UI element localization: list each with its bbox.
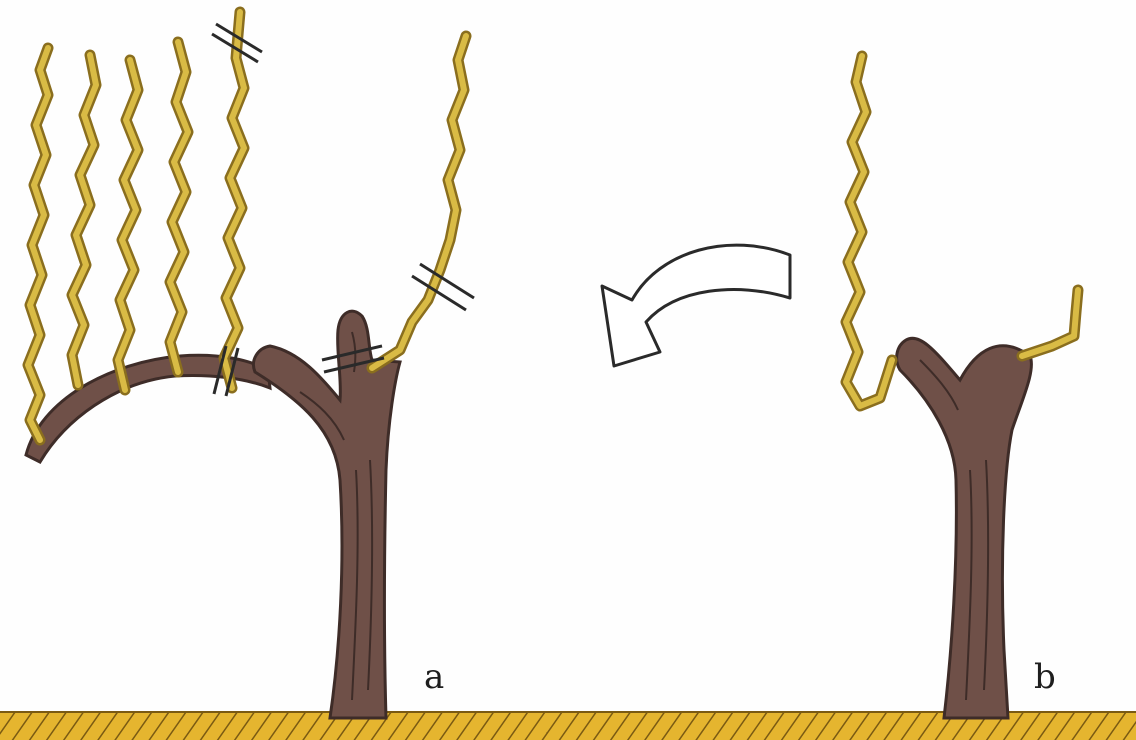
vine-b-trunk (897, 338, 1032, 718)
vine-a (26, 12, 474, 718)
panel-label-a: a (424, 660, 444, 694)
panel-label-b: b (1034, 660, 1056, 694)
cane-b-1 (846, 56, 892, 406)
vine-b-canes (846, 56, 1078, 406)
vine-b (846, 56, 1078, 718)
curved-arrow-left-icon (602, 245, 790, 366)
